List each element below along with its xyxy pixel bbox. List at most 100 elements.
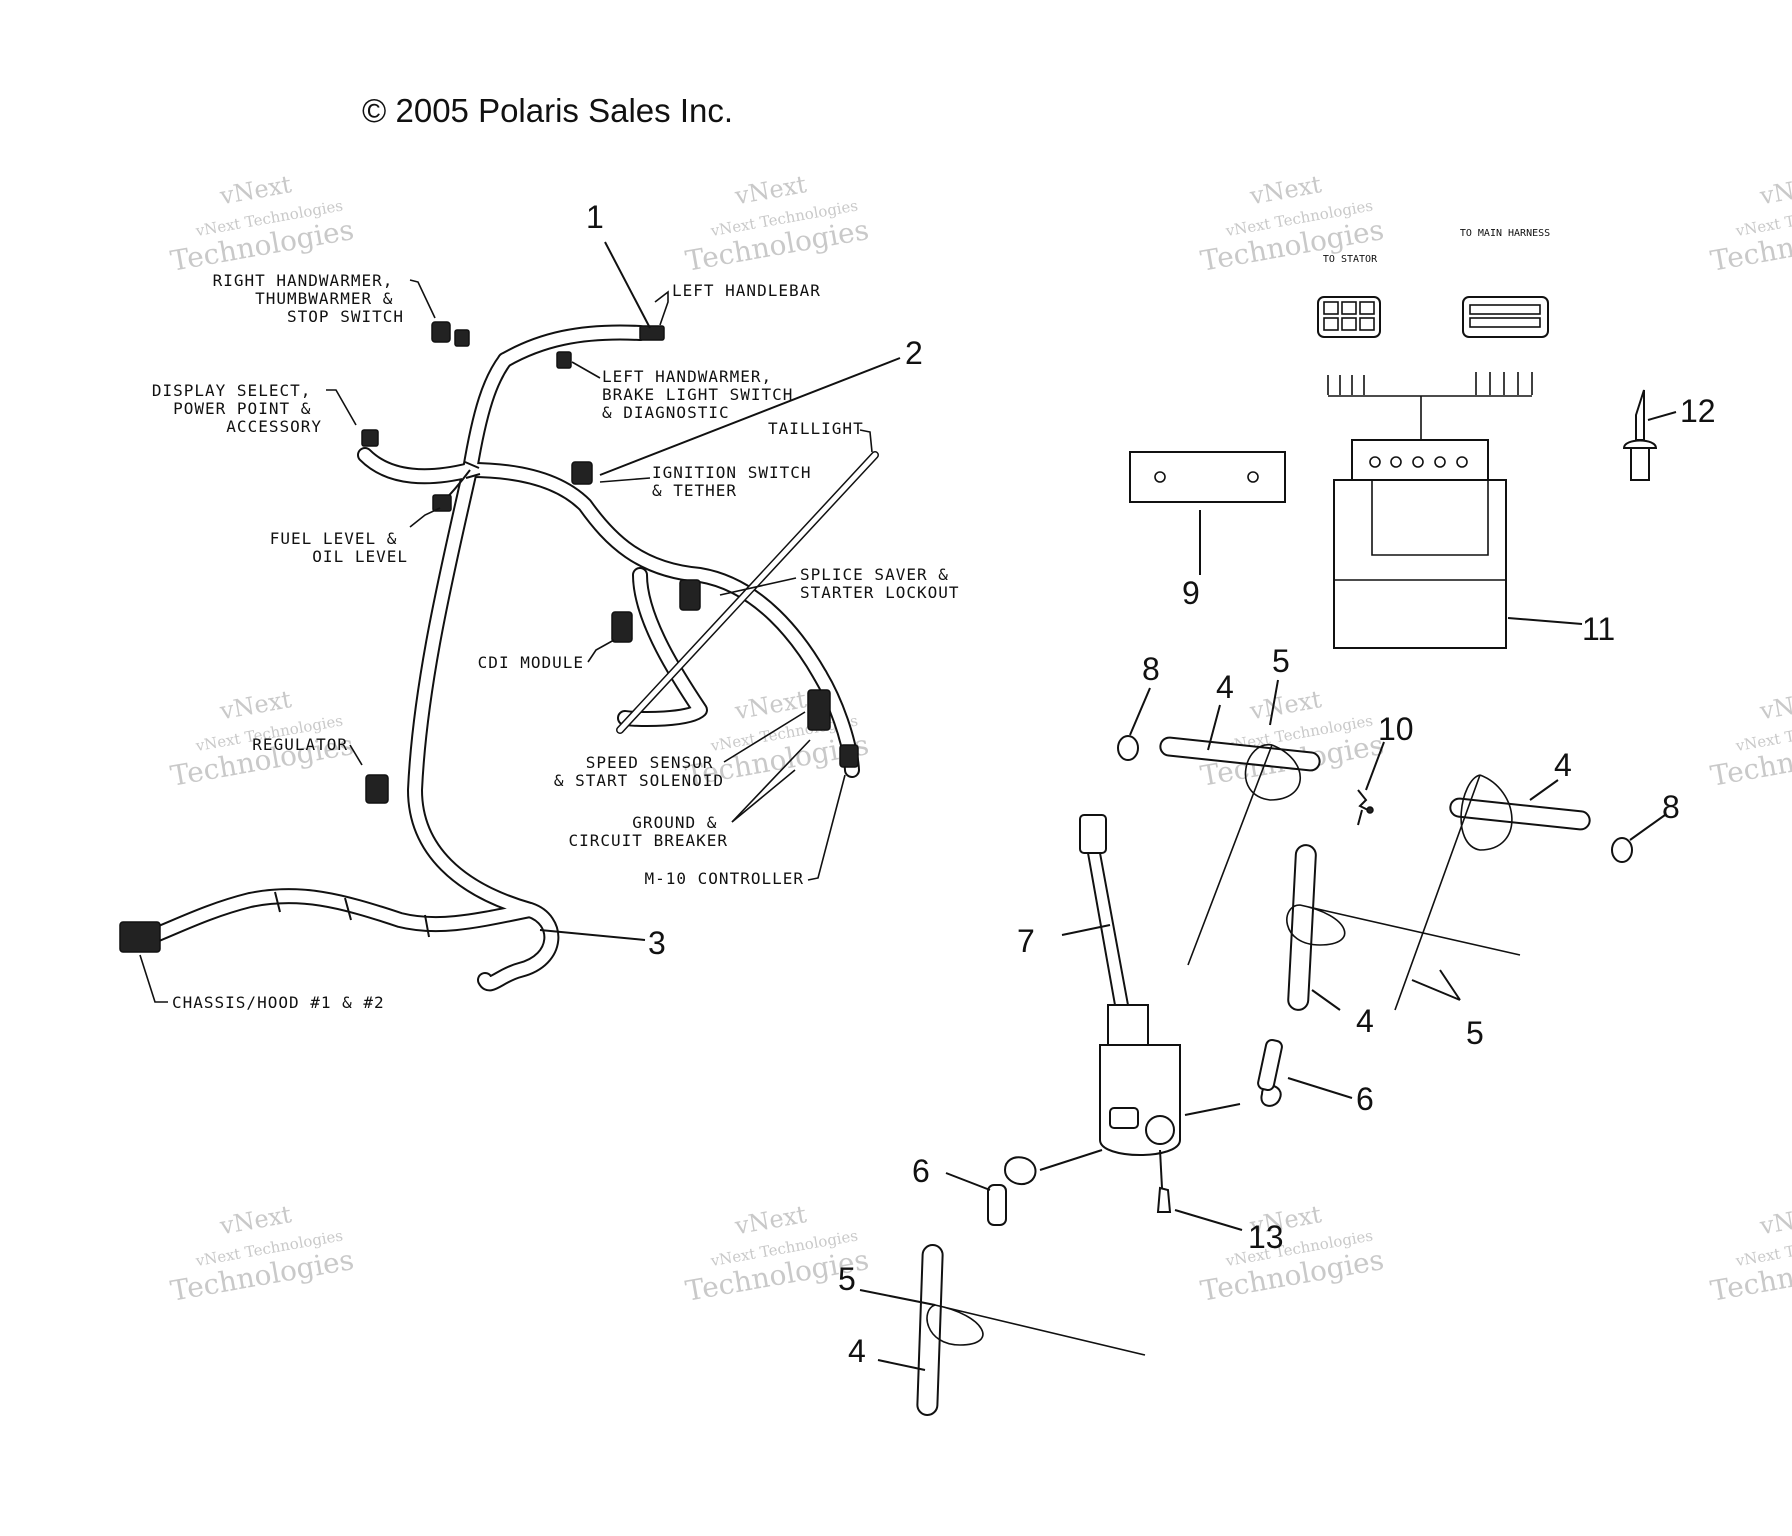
watermark-line1: vNext xyxy=(1757,1200,1792,1240)
callout-5-lower: 5 xyxy=(838,1261,856,1297)
mounting-bracket xyxy=(1129,451,1286,503)
callout-11: 11 xyxy=(1582,611,1615,647)
regulator-connector xyxy=(365,774,389,804)
callout-numbers: 1 2 3 12 9 11 8 4 5 10 4 8 7 4 5 6 6 13 … xyxy=(586,199,1716,1369)
label-speed-sensor: SPEED SENSOR & START SOLENOID xyxy=(554,753,724,790)
label-display-select: DISPLAY SELECT, POWER POINT & ACCESSORY xyxy=(152,381,322,436)
callout-8-left: 8 xyxy=(1142,651,1160,687)
label-line: BRAKE LIGHT SWITCH xyxy=(602,385,793,404)
label-line: LEFT HANDWARMER, xyxy=(602,367,772,386)
module-terminal-block xyxy=(1351,439,1489,481)
main-harness-connector xyxy=(1462,296,1549,338)
rivet-head xyxy=(1622,439,1658,449)
module-detail-lines xyxy=(1334,480,1506,581)
label-ground: GROUND & CIRCUIT BREAKER xyxy=(569,813,729,850)
label-line: ACCESSORY xyxy=(226,417,322,436)
left-handlebar-connector xyxy=(639,325,665,341)
watermark-line1: vNext xyxy=(1757,685,1792,725)
copyright-text: © 2005 Polaris Sales Inc. xyxy=(362,92,733,129)
tube-4-upper-right xyxy=(1449,797,1591,831)
label-line: STARTER LOCKOUT xyxy=(800,583,960,602)
left-labels: RIGHT HANDWARMER, THUMBWARMER & STOP SWI… xyxy=(152,271,960,1012)
watermark-line1: vNext xyxy=(217,170,294,210)
callout-8-right: 8 xyxy=(1662,789,1680,825)
terminal-10-tail xyxy=(1357,809,1363,826)
to-main-harness-label: TO MAIN HARNESS xyxy=(1460,228,1550,239)
watermark-line1: vNext xyxy=(1247,170,1324,210)
right-handwarmer-connector xyxy=(431,321,451,343)
label-line: POWER POINT & xyxy=(173,399,311,418)
label-line: & START SOLENOID xyxy=(554,771,724,790)
watermark-line1: vNext xyxy=(732,170,809,210)
label-line: FUEL LEVEL & xyxy=(270,529,398,548)
stator-connector xyxy=(1317,296,1381,338)
watermark: vNext vNext Technologies Technologies xyxy=(683,170,871,278)
callout-4-upper-left: 4 xyxy=(1216,669,1234,705)
leader-lines xyxy=(139,279,873,1003)
left-handwarmer-connector xyxy=(556,351,572,369)
regulator-module-body xyxy=(1333,479,1507,649)
label-line: IGNITION SWITCH xyxy=(652,463,812,482)
strap-5-vertical xyxy=(1286,904,1521,956)
solenoid-cap xyxy=(1107,1004,1149,1051)
label-line: SPLICE SAVER & xyxy=(800,565,949,584)
display-select-connector xyxy=(361,429,379,447)
label-ignition-switch: IGNITION SWITCH & TETHER xyxy=(652,463,822,500)
callout-10: 10 xyxy=(1378,711,1414,747)
label-regulator: REGULATOR xyxy=(252,735,348,754)
callout-6-left: 6 xyxy=(912,1153,930,1189)
component-parts: TO STATOR TO MAIN HARNESS xyxy=(586,199,1716,1416)
terminal-boot-6-left-stem xyxy=(987,1184,1007,1226)
watermark: vNext vNext Technologies Technologies xyxy=(1198,1200,1386,1308)
callout-3: 3 xyxy=(648,925,666,961)
watermark: vNext vNext Technologies Technologies xyxy=(168,170,356,278)
label-line: DISPLAY SELECT, xyxy=(152,381,312,400)
speed-sensor-connector xyxy=(807,689,831,731)
terminal-boot-6-left xyxy=(1003,1156,1037,1185)
callout-12: 12 xyxy=(1680,393,1716,429)
watermark-line1: vNext xyxy=(217,1200,294,1240)
cable-to-boot-left xyxy=(1039,1149,1103,1171)
fastener-13-lead xyxy=(1159,1149,1163,1189)
watermark-line1: vNext xyxy=(732,1200,809,1240)
label-right-handwarmer: RIGHT HANDWARMER, THUMBWARMER & STOP SWI… xyxy=(213,271,404,326)
terminal-10-eye xyxy=(1366,806,1374,814)
tube-4-vertical xyxy=(1287,844,1317,1011)
watermark-line1: vNext xyxy=(1247,685,1324,725)
callout-4-vertical: 4 xyxy=(1356,1003,1374,1039)
callout-6-right: 6 xyxy=(1356,1081,1374,1117)
watermark: vNext vNext Technologies Technologies xyxy=(1708,685,1792,793)
strap-5-lower xyxy=(926,1304,1146,1356)
label-line: THUMBWARMER & xyxy=(255,289,393,308)
label-taillight: TAILLIGHT xyxy=(768,419,864,438)
label-chassis-hood: CHASSIS/HOOD #1 & #2 xyxy=(172,993,385,1012)
chassis-hood-connector xyxy=(119,921,161,953)
main-wiring-harness: RIGHT HANDWARMER, THUMBWARMER & STOP SWI… xyxy=(119,241,960,1012)
cap-8-left xyxy=(1117,735,1139,761)
label-left-handlebar: LEFT HANDLEBAR xyxy=(672,281,821,300)
splice-saver-connector xyxy=(679,579,701,611)
callout-lines xyxy=(539,241,901,941)
ignition-switch-connector xyxy=(571,461,593,485)
taillight-wire xyxy=(617,452,878,733)
label-line: CIRCUIT BREAKER xyxy=(569,831,729,850)
strap-5-upper-right xyxy=(1394,774,1513,1011)
label-line: & DIAGNOSTIC xyxy=(602,403,730,422)
cdi-module-connector xyxy=(611,611,633,643)
rivet-body xyxy=(1630,447,1650,481)
watermark: vNext vNext Technologies Technologies xyxy=(1708,170,1792,278)
stator-connector-pins xyxy=(1323,301,1375,331)
callout-9: 9 xyxy=(1182,575,1200,611)
label-line: OIL LEVEL xyxy=(312,547,408,566)
watermark-line1: vNext xyxy=(217,685,294,725)
terminal-boot-6-right-stem xyxy=(1257,1038,1283,1092)
label-line: SPEED SENSOR xyxy=(586,753,714,772)
watermark-line1: vNext xyxy=(732,685,809,725)
callout-4-lower: 4 xyxy=(848,1333,866,1369)
to-stator-label: TO STATOR xyxy=(1323,254,1378,265)
callout-7: 7 xyxy=(1017,923,1035,959)
label-line: STOP SWITCH xyxy=(287,307,404,326)
label-line: RIGHT HANDWARMER, xyxy=(213,271,394,290)
